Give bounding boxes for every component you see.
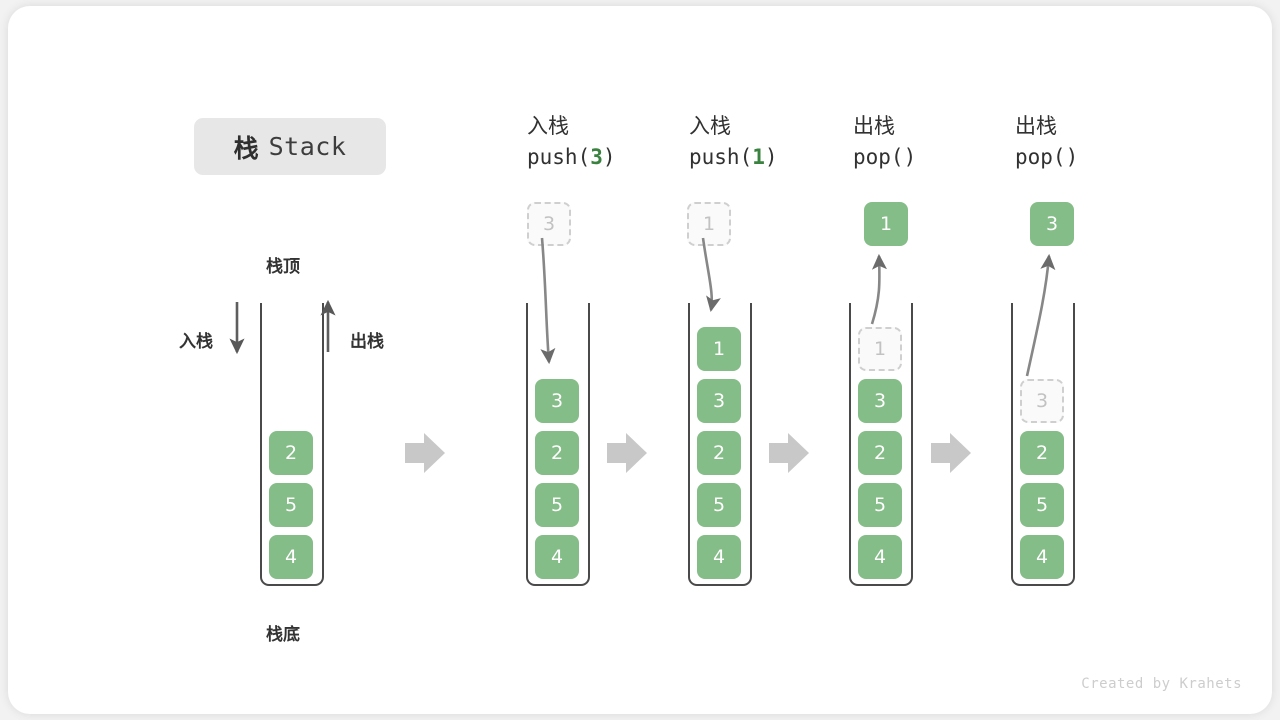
step-separator-arrow	[769, 433, 809, 473]
stack-cell: 2	[858, 431, 902, 475]
code-prefix: pop(	[853, 145, 904, 169]
stack-cell: 2	[535, 431, 579, 475]
stack-cell: 4	[858, 535, 902, 579]
stack-container-pop-2	[1011, 303, 1075, 586]
operation-code: push(3)	[527, 141, 616, 173]
operation-code: push(1)	[689, 141, 778, 173]
code-prefix: push(	[527, 145, 591, 169]
operation-header-pop-2: 出栈 pop()	[1015, 111, 1078, 173]
stack-cell: 3	[697, 379, 741, 423]
stack-cell: 4	[269, 535, 313, 579]
code-suffix: )	[903, 145, 917, 169]
stack-bottom-label: 栈底	[266, 625, 300, 645]
popped-element: 1	[864, 202, 908, 246]
stack-cell-ghost: 1	[858, 327, 902, 371]
stack-cell: 5	[1020, 483, 1064, 527]
stack-cell: 2	[269, 431, 313, 475]
push-1-motion-arrow	[701, 237, 721, 313]
stack-cell: 5	[858, 483, 902, 527]
stack-container-push-1	[688, 303, 752, 586]
code-prefix: push(	[689, 145, 753, 169]
figure-card: 栈 Stack 栈顶 栈底 入栈 出栈 2 5 4 入栈 push(3) 3 3…	[8, 6, 1272, 714]
operation-name-cn: 出栈	[853, 114, 895, 138]
popped-element: 3	[1030, 202, 1074, 246]
code-prefix: pop(	[1015, 145, 1066, 169]
push-direction-label: 入栈	[179, 332, 213, 352]
step-separator-arrow	[607, 433, 647, 473]
stack-cell: 5	[269, 483, 313, 527]
incoming-element-ghost: 1	[687, 202, 731, 246]
stack-cell-ghost: 3	[1020, 379, 1064, 423]
credit-text: Created by Krahets	[1081, 676, 1242, 692]
stack-cell: 4	[1020, 535, 1064, 579]
incoming-element-ghost: 3	[527, 202, 571, 246]
stack-cell: 2	[1020, 431, 1064, 475]
stack-top-label: 栈顶	[266, 257, 300, 277]
code-suffix: )	[1065, 145, 1079, 169]
figure-title-cn: 栈	[233, 133, 259, 163]
stack-cell: 2	[697, 431, 741, 475]
arrow-overlay	[229, 237, 1056, 473]
operation-name-cn: 入栈	[527, 114, 569, 138]
stack-cell: 3	[535, 379, 579, 423]
operation-header-push-3: 入栈 push(3)	[527, 111, 616, 173]
step-separator-arrow	[931, 433, 971, 473]
operation-header-pop-1: 出栈 pop()	[853, 111, 916, 173]
step-separator-arrow	[405, 433, 445, 473]
operation-header-push-1: 入栈 push(1)	[689, 111, 778, 173]
stack-cell: 4	[697, 535, 741, 579]
operation-code: pop()	[1015, 141, 1078, 173]
code-suffix: )	[602, 145, 616, 169]
code-argument: 1	[752, 145, 765, 169]
operation-code: pop()	[853, 141, 916, 173]
stack-cell: 5	[697, 483, 741, 527]
code-argument: 3	[590, 145, 603, 169]
stack-cell: 3	[858, 379, 902, 423]
stack-cell: 4	[535, 535, 579, 579]
stack-container-push-3	[526, 303, 590, 586]
pop-direction-label: 出栈	[350, 332, 384, 352]
stack-container-pop-1	[849, 303, 913, 586]
figure-title-en: Stack	[268, 132, 347, 161]
operation-name-cn: 出栈	[1015, 114, 1057, 138]
code-suffix: )	[764, 145, 778, 169]
stack-container-initial	[260, 303, 324, 586]
operation-name-cn: 入栈	[689, 114, 731, 138]
stack-cell: 1	[697, 327, 741, 371]
stack-cell: 5	[535, 483, 579, 527]
figure-title-badge: 栈 Stack	[194, 118, 386, 175]
